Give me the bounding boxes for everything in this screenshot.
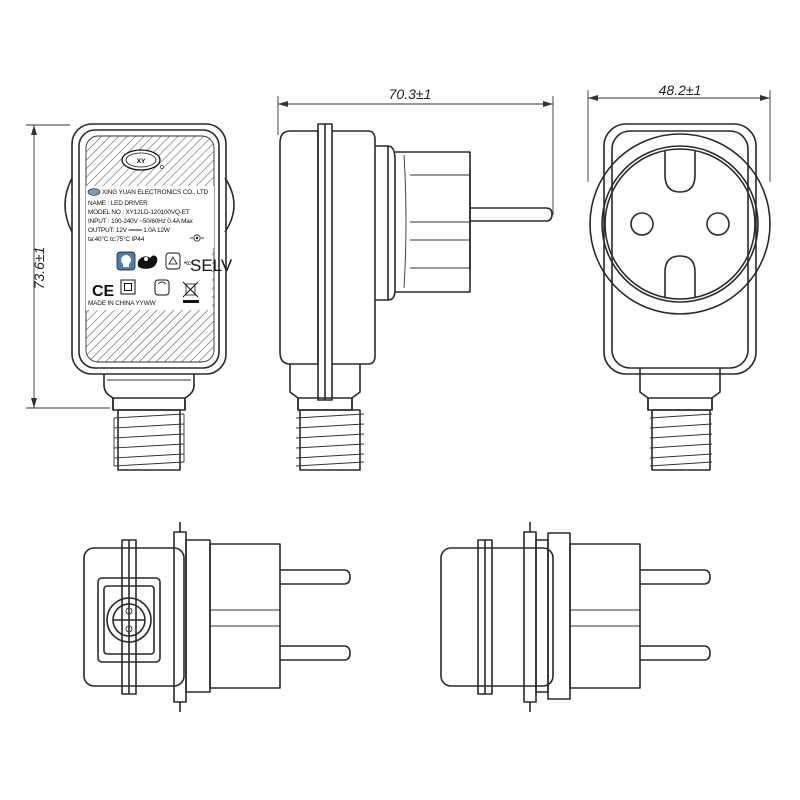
- temp-mark-text: •tc: [184, 260, 192, 267]
- led-bulb-icon: [116, 251, 136, 271]
- height-label: 73.6±1: [31, 247, 47, 290]
- xy-logo-icon: XY: [121, 149, 164, 171]
- top-view: [440, 522, 711, 712]
- height-dimension: 73.6±1: [26, 124, 110, 409]
- crossed-bin-icon: [182, 281, 199, 303]
- side-view: 70.3±1: [277, 86, 554, 471]
- manufacturer-text: XING YUAN ELECTRONICS CO., LTD: [102, 189, 209, 196]
- bottom-view: [83, 522, 351, 712]
- output-text: OUTPUT: 12V ═══ 1.0A 12W: [88, 227, 171, 234]
- input-text: INPUT : 100-240V ~50/60Hz 0.4A Max: [88, 218, 194, 225]
- cable-thread: [113, 409, 185, 471]
- name-text: NAME : LED DRIVER: [88, 200, 148, 207]
- length-dimension: 70.3±1: [277, 86, 554, 215]
- socket-view: 48.2±1: [587, 82, 771, 471]
- model-text: MODEL NO : XY12LD-120100VQ-ET: [88, 209, 190, 216]
- width-dimension: 48.2±1: [587, 82, 771, 182]
- logo-text: XY: [137, 158, 146, 165]
- rounded-square-icon: [154, 279, 170, 296]
- front-view: XY XING YUAN ELECTRONICS CO., LTD NAME :…: [64, 123, 235, 471]
- made-in-text: MADE IN CHINA YYWW: [88, 300, 157, 307]
- connector-face: [106, 597, 152, 643]
- ce-mark-icon: CE: [92, 283, 115, 300]
- lamp-safety-icon: [165, 252, 181, 270]
- blob-icon: [137, 255, 158, 269]
- selv-text: SELV: [190, 256, 233, 275]
- double-square-icon: [120, 279, 136, 295]
- length-label: 70.3±1: [389, 86, 432, 102]
- ratings-text: ta:40°C tc:75°C IP44: [88, 235, 145, 243]
- polarity-icon: [190, 234, 204, 242]
- width-label: 48.2±1: [659, 82, 702, 98]
